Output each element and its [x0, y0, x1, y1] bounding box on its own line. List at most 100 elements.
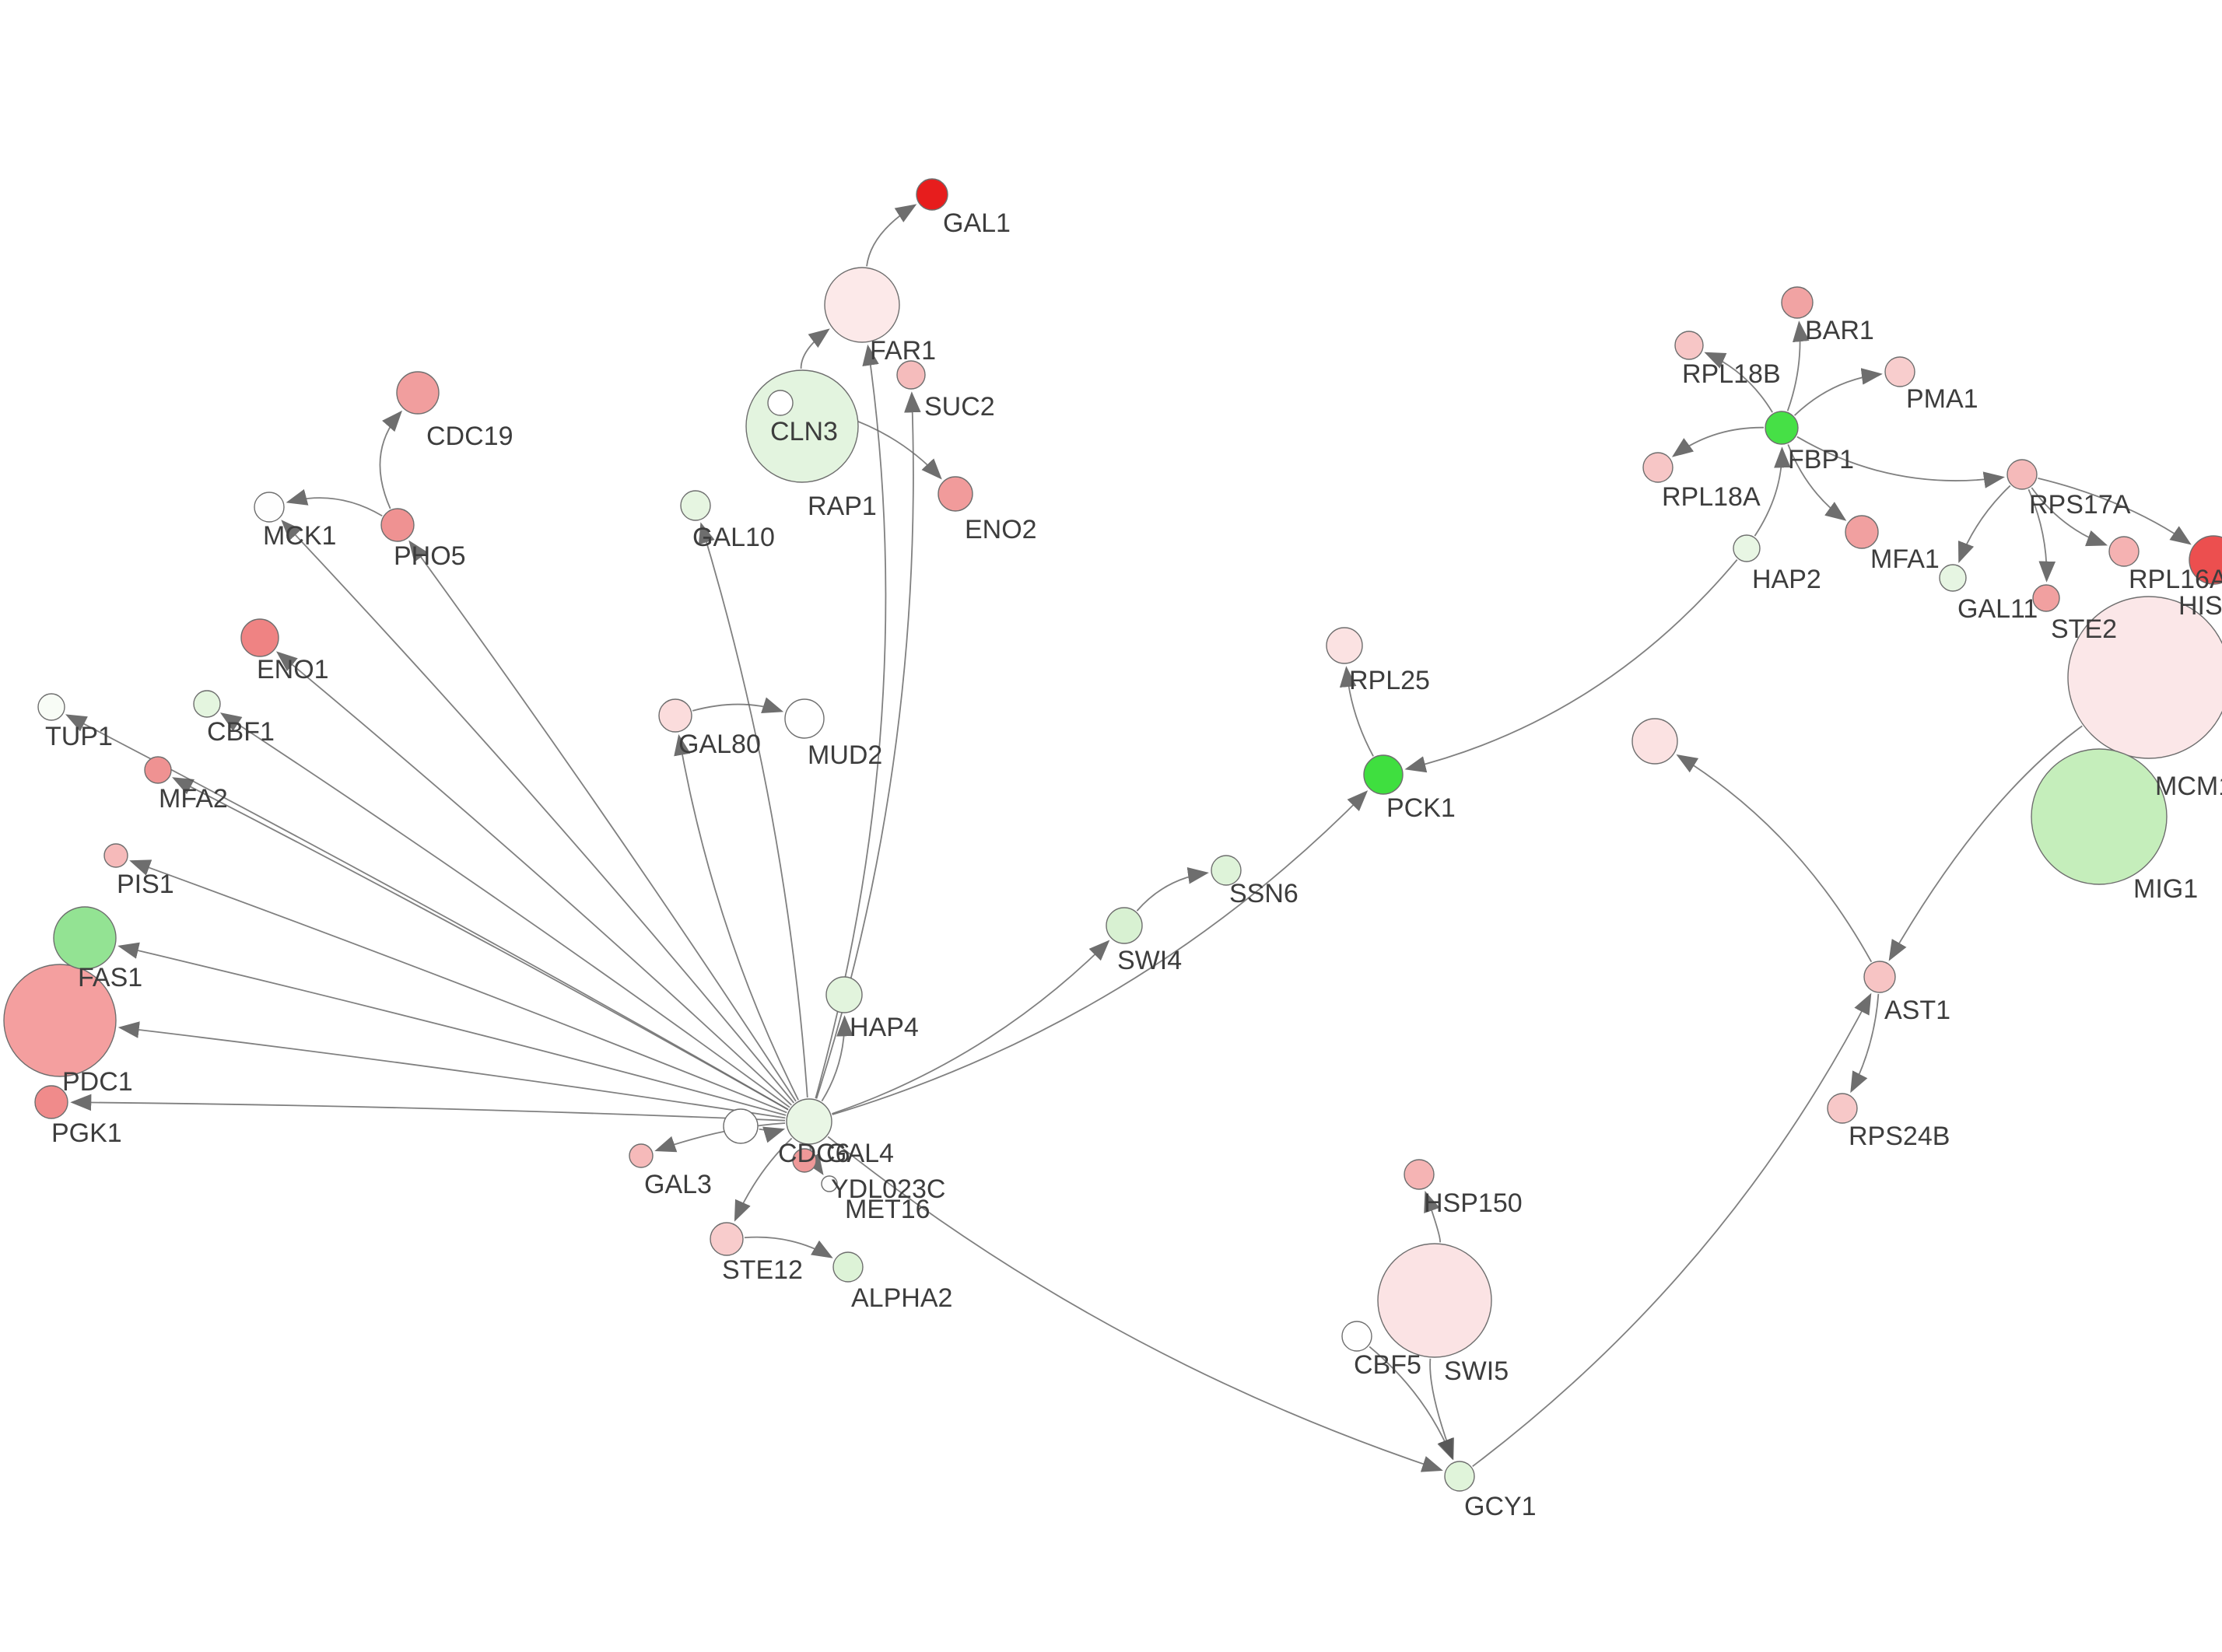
node-cdc6[interactable] [723, 1108, 759, 1144]
edge-gal4-ste12 [734, 1137, 793, 1222]
node-label-ste2: STE2 [2051, 614, 2117, 644]
edge-rps17a-gal11 [1957, 485, 2011, 564]
node-gal4[interactable] [786, 1098, 832, 1145]
node-far1[interactable] [824, 267, 900, 343]
node-eno2[interactable] [938, 476, 973, 512]
node-label-rpl18a: RPL18A [1662, 482, 1761, 512]
node-hap4[interactable] [825, 976, 863, 1013]
node-cbf1[interactable] [193, 690, 221, 718]
node-pdc1[interactable] [3, 964, 117, 1077]
node-pma1[interactable] [1884, 356, 1915, 387]
node-label-bar1: BAR1 [1805, 316, 1874, 345]
edge-fbp1-pma1 [1793, 368, 1883, 416]
node-tup1[interactable] [37, 693, 65, 721]
edge-fbp1-rpl18a [1671, 426, 1765, 457]
node-cdc19[interactable] [396, 371, 440, 415]
edge-fbp1-mfa1 [1787, 444, 1847, 521]
node-rpl16a[interactable] [2108, 536, 2140, 567]
edge-ast1-rps24b [1850, 993, 1880, 1094]
node-label-met16: MET16 [845, 1195, 931, 1224]
node-mud2[interactable] [784, 698, 825, 739]
node-pgk1[interactable] [34, 1085, 68, 1119]
node-swi5[interactable] [1377, 1243, 1492, 1358]
edge-gal4-mfa2 [172, 777, 789, 1111]
node-mig1[interactable] [2031, 748, 2168, 885]
node-fas1[interactable] [53, 906, 117, 970]
node-label-hsp150: HSP150 [1424, 1188, 1523, 1218]
node-gal3[interactable] [629, 1143, 654, 1168]
node-label-alpha2: ALPHA2 [851, 1283, 952, 1313]
node-pck1[interactable] [1363, 754, 1404, 795]
node-label-cdc19: CDC19 [426, 422, 513, 451]
node-eno1[interactable] [240, 618, 279, 657]
node-label-rpl16a: RPL16A [2129, 565, 2222, 594]
edge-gal4-pdc1 [117, 1021, 786, 1119]
node-rpl18b[interactable] [1674, 331, 1704, 360]
node-rpl25[interactable] [1326, 627, 1363, 664]
node-label-pgk1: PGK1 [51, 1118, 122, 1148]
edge-pck1-rpl25 [1339, 666, 1374, 757]
edge-hap2-pck1 [1404, 558, 1738, 773]
node-gcy1[interactable] [1444, 1461, 1475, 1492]
node-met16[interactable] [821, 1175, 838, 1192]
node-hsp150[interactable] [1404, 1159, 1435, 1190]
node-unnamed-1[interactable] [1631, 718, 1678, 765]
node-mfa1[interactable] [1845, 515, 1879, 549]
node-label-hap4: HAP4 [850, 1013, 919, 1042]
node-suc2[interactable] [896, 360, 926, 390]
node-hap2[interactable] [1733, 534, 1761, 562]
nodes-layer [3, 178, 2222, 1492]
node-label-cdc6: CDC6 [778, 1139, 850, 1168]
node-ydl023c[interactable] [792, 1148, 817, 1173]
node-fbp1[interactable] [1765, 411, 1799, 445]
node-gal11[interactable] [1939, 564, 1967, 592]
edge-fbp1-rps17a [1796, 436, 2005, 488]
node-swi4[interactable] [1106, 907, 1143, 944]
node-label-gal4: GAL4 [826, 1139, 894, 1168]
edge-pho5-mck1 [286, 488, 383, 517]
node-cbf5[interactable] [1341, 1321, 1372, 1352]
node-rps24b[interactable] [1827, 1093, 1858, 1124]
edge-gal4-pgk1 [70, 1094, 786, 1122]
node-mck1[interactable] [254, 492, 285, 523]
node-bar1[interactable] [1781, 286, 1814, 319]
node-label-gal1: GAL1 [943, 208, 1011, 238]
node-mfa2[interactable] [144, 756, 172, 784]
node-pho5[interactable] [380, 508, 415, 542]
edge-gal80-mud2 [692, 697, 784, 714]
node-label-gal80: GAL80 [678, 730, 761, 759]
node-gal10[interactable] [680, 490, 711, 521]
node-label-swi5: SWI5 [1444, 1356, 1509, 1386]
node-ast1[interactable] [1863, 961, 1896, 993]
node-label-eno2: ENO2 [965, 515, 1037, 544]
node-his4[interactable] [2189, 535, 2222, 585]
edge-swi4-ssn6 [1136, 867, 1209, 912]
node-rpl18a[interactable] [1642, 452, 1674, 483]
node-rap1[interactable] [767, 390, 794, 416]
node-alpha2[interactable] [832, 1251, 864, 1283]
node-label-gal3: GAL3 [644, 1170, 712, 1199]
node-pis1[interactable] [103, 843, 128, 868]
edge-gal4-cbf1 [219, 712, 790, 1108]
node-ste2[interactable] [2032, 584, 2060, 612]
node-gal1[interactable] [916, 178, 948, 211]
node-ste12[interactable] [710, 1222, 744, 1256]
edge-fbp1-rpl18b [1704, 352, 1773, 413]
edge-gal4-gal10 [698, 522, 808, 1098]
node-label-cbf5: CBF5 [1354, 1350, 1421, 1380]
edge-gal4-fas1 [117, 942, 787, 1116]
node-mcm1[interactable] [2067, 596, 2222, 759]
node-label-mud2: MUD2 [808, 740, 882, 770]
edge-rps17a-rpl16a [2031, 487, 2108, 547]
node-label-pis1: PIS1 [117, 870, 174, 899]
edge-far1-gal1 [866, 204, 917, 267]
node-gal80[interactable] [658, 698, 692, 733]
node-label-mfa2: MFA2 [159, 784, 228, 814]
node-ssn6[interactable] [1211, 855, 1242, 886]
node-rps17a[interactable] [2006, 459, 2038, 490]
edge-gal4-swi4 [832, 940, 1110, 1115]
edge-gal4-pis1 [129, 859, 787, 1114]
edge-gal4-gal3 [654, 1122, 786, 1153]
